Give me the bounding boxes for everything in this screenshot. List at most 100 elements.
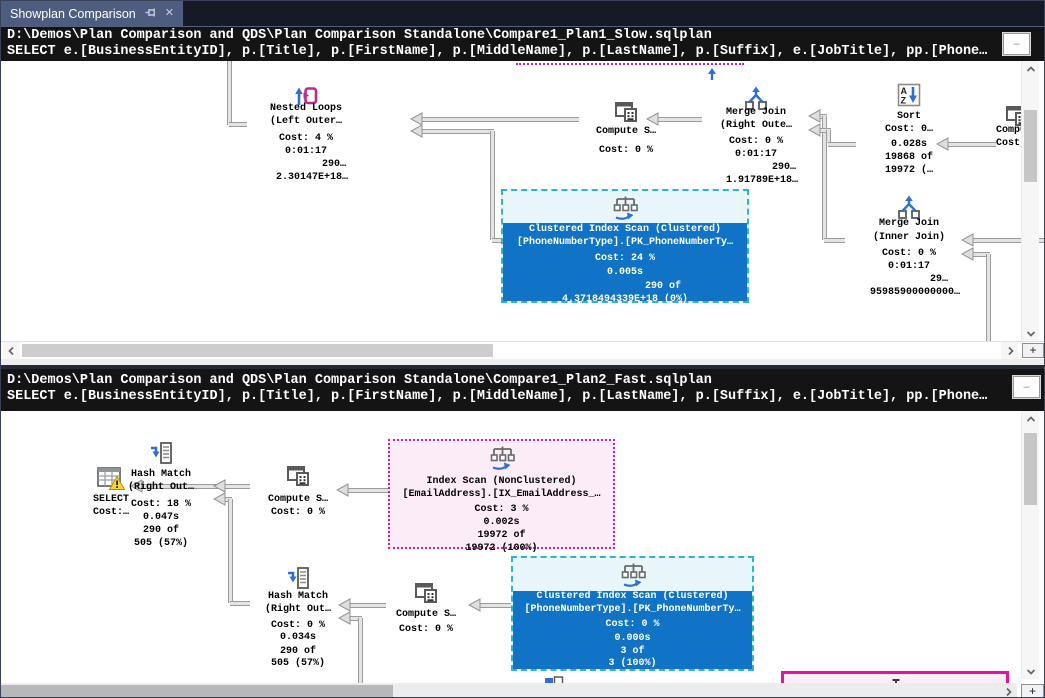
plan-node-index-scan-emailaddress[interactable]: Index Scan (NonClustered) [EmailAddress].…: [388, 439, 615, 554]
plan-node-text: 290 of: [279, 646, 316, 657]
plan-node-text: 290 of: [142, 525, 179, 536]
plan-edge-arrowhead: [935, 137, 949, 156]
plan-edge-arrowhead: [960, 247, 974, 266]
plan-node-text: (Right Out…: [264, 604, 331, 615]
plan-node-text: Hash Match: [267, 591, 328, 602]
vertical-scroll-thumb[interactable]: [1024, 433, 1037, 505]
plan-node-clustered-index-scan-phonenumbertype[interactable]: Clustered Index Scan (Clustered)[PhoneNu…: [501, 189, 749, 305]
plan1-collapse-button[interactable]: –: [1003, 33, 1030, 55]
plan1-canvas[interactable]: Nested Loops(Left Outer…Cost: 4 %0:01:17…: [1, 61, 1044, 341]
plan-edge: [480, 603, 512, 608]
plan-edge-arrowhead: [337, 611, 351, 630]
node-cost-body: [503, 223, 747, 301]
plan2-vertical-scrollbar[interactable]: [1021, 411, 1039, 679]
clustered-index-scan-icon: [611, 194, 639, 227]
panel-splitter[interactable]: [1, 359, 1044, 369]
plan-node-text: 0.002s: [483, 517, 520, 528]
plan-edge-arrowhead: [409, 124, 423, 143]
plan-node-text: Compute S…: [267, 494, 328, 505]
hash-match-icon: [285, 565, 311, 596]
plan-node-text: Clustered Index Scan (Clustered): [536, 591, 729, 602]
vertical-scroll-thumb[interactable]: [1024, 110, 1037, 182]
plan-edge-arrowhead: [807, 123, 821, 142]
plan-node-text: Sort: [896, 111, 921, 122]
node-cost-body: [513, 591, 752, 669]
horizontal-scroll-thumb[interactable]: [22, 344, 493, 357]
plan-edge: [820, 128, 831, 133]
plan-node-text: 19868 of: [884, 152, 933, 163]
plan2-file-path: D:\Demos\Plan Comparison and QDS\Plan Co…: [7, 373, 712, 388]
plan-edge: [227, 61, 232, 125]
plan-edge-arrowhead: [807, 109, 821, 128]
plan-node-text: Index Scan (NonClustered): [426, 476, 577, 487]
plan2-query-text: SELECT e.[BusinessEntityID], p.[Title], …: [7, 389, 988, 404]
plan2-horizontal-scrollbar[interactable]: [1, 683, 1017, 697]
scroll-up-arrow-icon[interactable]: [1022, 61, 1039, 78]
plan-edge: [225, 484, 250, 489]
plan-edge: [358, 618, 363, 697]
plan-node-text: 4.3718494339E+18 (0%): [561, 294, 689, 305]
svg-text:A: A: [901, 86, 908, 96]
plan-node-text: 0:01:17: [284, 146, 327, 157]
plan-edge: [350, 603, 386, 608]
plan-edge: [492, 238, 505, 243]
plan-edge-arrowhead: [337, 598, 351, 617]
plan-edge: [826, 130, 831, 144]
plan-edge: [828, 142, 856, 147]
plan-node-text: Hash Match: [130, 469, 191, 480]
plan-node-clustered-index-scan-phonenumbertype[interactable]: Clustered Index Scan (Clustered)[PhoneNu…: [511, 556, 754, 671]
plan-node-text: 19972 of: [477, 530, 526, 541]
plan-edge-arrowhead: [409, 112, 423, 131]
plan-node-text: 290…: [771, 162, 796, 173]
plan-node-text: Cost: 0 %: [881, 248, 936, 259]
scroll-right-arrow-icon[interactable]: [999, 683, 1016, 697]
plan-node-text: Cost: 0 %: [398, 624, 453, 635]
plan-node-text: 0.000s: [614, 633, 651, 644]
plan-node-text: Nested Loops: [269, 103, 342, 114]
tab-bar: Showplan Comparison ✕: [1, 1, 1044, 26]
scroll-down-arrow-icon[interactable]: [1022, 324, 1039, 341]
plan-node-text: 0:01:17: [734, 149, 777, 160]
plan2-collapse-button[interactable]: –: [1013, 376, 1040, 398]
pin-icon[interactable]: [144, 6, 157, 22]
plan-edge: [658, 117, 702, 122]
plan2-zoom-in-button[interactable]: +: [1021, 684, 1044, 697]
plan-node-text: SELECT: [92, 494, 129, 505]
merge-join-icon: [896, 194, 922, 225]
plan2-header: D:\Demos\Plan Comparison and QDS\Plan Co…: [1, 369, 1044, 411]
plan-edge: [824, 238, 845, 243]
plan-edge-arrowhead: [212, 492, 226, 511]
plan1-horizontal-scrollbar[interactable]: +: [1, 341, 1044, 359]
plan1-zoom-in-button[interactable]: +: [1022, 343, 1044, 358]
plan1-query-text: SELECT e.[BusinessEntityID], p.[Title], …: [7, 44, 988, 59]
scroll-left-arrow-icon[interactable]: [3, 342, 20, 359]
plan-node-text: Compute: [995, 125, 1038, 136]
plan-node-text: 0:01:17: [887, 261, 930, 272]
index-scan-icon: [488, 444, 516, 477]
close-icon[interactable]: ✕: [164, 7, 174, 19]
scroll-up-arrow-icon[interactable]: [1022, 411, 1039, 428]
plan-node-text: Cost:…: [92, 507, 129, 518]
horizontal-scroll-thumb[interactable]: [1, 685, 393, 697]
plan-node-text: Cost: 0…: [884, 124, 933, 135]
plan-edge: [228, 499, 233, 603]
plan-node-text: Cost: 3 %: [474, 504, 529, 515]
scroll-down-arrow-icon[interactable]: [1022, 662, 1039, 679]
scroll-right-arrow-icon[interactable]: [1001, 342, 1018, 359]
plan-edge: [973, 252, 990, 257]
plan-node-text: 19972 (…: [884, 165, 933, 176]
plan-node-text: 1.91789E+18…: [725, 175, 798, 186]
plan-edge: [350, 616, 362, 621]
tab-showplan-comparison[interactable]: Showplan Comparison ✕: [1, 1, 183, 26]
plan-edge-arrowhead: [960, 233, 974, 252]
plan-edge: [973, 238, 1044, 243]
clipped-arrow-icon: [705, 67, 719, 86]
plan-node-text: [EmailAddress].[IX_EmailAddress_…: [402, 489, 601, 500]
plan-node-text: 95985900000000…: [869, 287, 960, 298]
plan-node-text: [PhoneNumberType].[PK_PhoneNumberTy…: [516, 237, 734, 248]
plan-edge-arrowhead: [467, 598, 481, 617]
plan1-vertical-scrollbar[interactable]: [1021, 61, 1039, 341]
